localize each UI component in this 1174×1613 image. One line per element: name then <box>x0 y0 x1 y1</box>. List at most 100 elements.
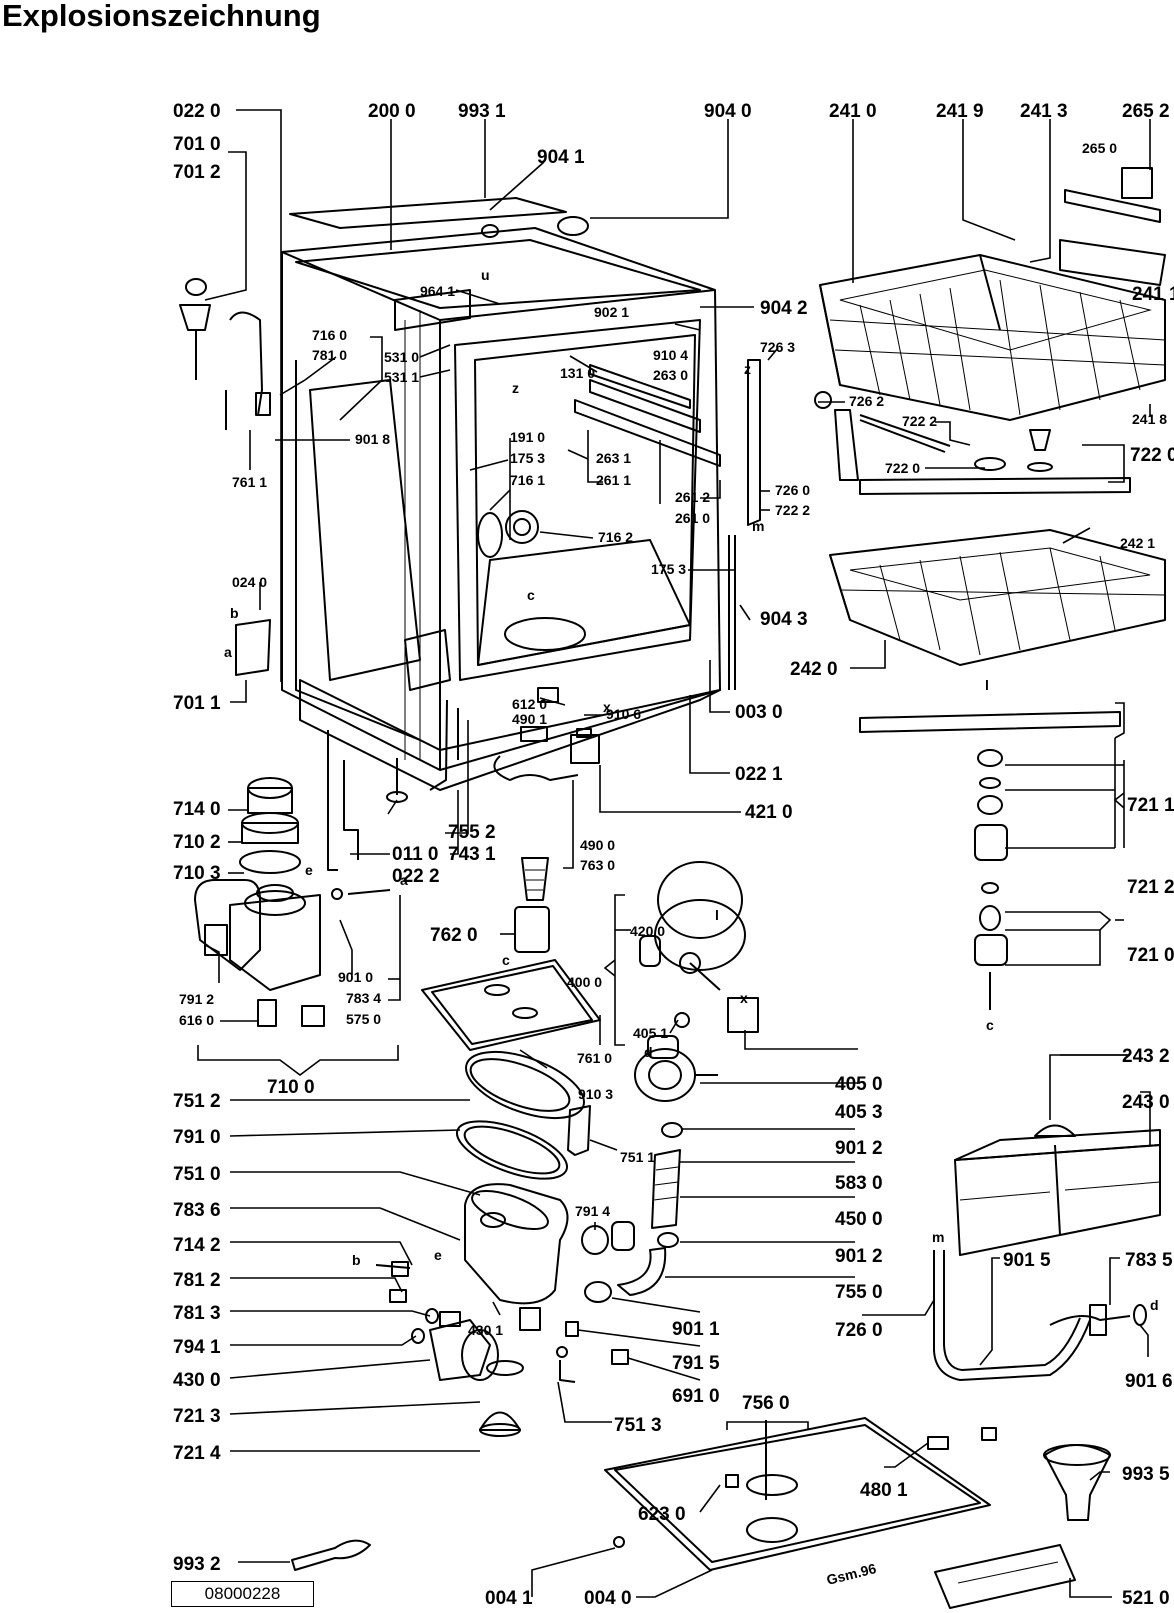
label-781-2: 781 2 <box>173 1270 221 1291</box>
label-791-0: 791 0 <box>173 1127 221 1148</box>
label-762-0: 762 0 <box>430 925 478 946</box>
letter-c1: c <box>527 587 535 603</box>
label-714-2: 714 2 <box>173 1235 221 1256</box>
label-722-2b: 722 2 <box>775 502 810 518</box>
label-421-0: 421 0 <box>745 802 793 823</box>
drawing-code: 08000228 <box>204 1584 281 1603</box>
label-022-0: 022 0 <box>173 101 221 122</box>
label-910-3: 910 3 <box>578 1086 613 1102</box>
label-131-0: 131 0 <box>560 365 595 381</box>
label-701-2: 701 2 <box>173 162 221 183</box>
label-721-3: 721 3 <box>173 1406 221 1427</box>
label-726-2: 726 2 <box>849 393 884 409</box>
label-910-6: 910 6 <box>606 706 641 722</box>
label-616-0: 616 0 <box>179 1012 214 1028</box>
label-722-2a: 722 2 <box>902 413 937 429</box>
drawing-code-box: 08000228 <box>171 1581 314 1607</box>
label-480-1: 480 1 <box>860 1480 908 1501</box>
label-612-0: 612 0 <box>512 696 547 712</box>
label-241-1: 241 1 <box>1132 284 1174 305</box>
letter-c3: c <box>986 1017 994 1033</box>
label-710-0: 710 0 <box>267 1077 315 1098</box>
label-004-1: 004 1 <box>485 1588 533 1609</box>
label-241-8: 241 8 <box>1132 411 1167 427</box>
label-191-0: 191 0 <box>510 429 545 445</box>
letter-a1: a <box>224 644 232 660</box>
label-004-0: 004 0 <box>584 1588 632 1609</box>
water-softener-shape <box>194 777 321 991</box>
letter-x1: x <box>603 699 611 715</box>
label-751-3: 751 3 <box>614 1415 662 1436</box>
label-722-0a: 722 0 <box>1130 445 1174 466</box>
label-721-4: 721 4 <box>173 1443 221 1464</box>
label-022-2-visible: 022 2 <box>392 866 440 887</box>
label-904-2: 904 2 <box>760 298 808 319</box>
letter-a2: a <box>400 872 408 888</box>
label-003-0: 003 0 <box>735 702 783 723</box>
label-783-5: 783 5 <box>1125 1250 1173 1271</box>
label-763-0: 763 0 <box>580 857 615 873</box>
label-531-1: 531 1 <box>384 369 419 385</box>
label-701-0: 701 0 <box>173 134 221 155</box>
label-791-4: 791 4 <box>575 1203 610 1219</box>
label-583-0: 583 0 <box>835 1173 883 1194</box>
label-716-0: 716 0 <box>312 327 347 343</box>
label-901-6: 901 6 <box>1125 1371 1173 1392</box>
label-575-0: 575 0 <box>346 1011 381 1027</box>
label-241-3: 241 3 <box>1020 101 1068 122</box>
label-521-0: 521 0 <box>1122 1588 1170 1609</box>
label-450-0: 450 0 <box>835 1209 883 1230</box>
leader-lines <box>197 109 1151 1598</box>
label-904-3: 904 3 <box>760 609 808 630</box>
letter-e2: e <box>434 1247 442 1263</box>
label-791-2: 791 2 <box>179 991 214 1007</box>
label-420-0: 420 0 <box>630 923 665 939</box>
label-783-4: 783 4 <box>346 990 381 1006</box>
part-labels: 022 0 200 0 993 1 904 0 241 0 241 9 241 … <box>173 101 1174 1609</box>
label-993-5: 993 5 <box>1122 1464 1170 1485</box>
label-755-0: 755 0 <box>835 1282 883 1303</box>
label-901-5: 901 5 <box>1003 1250 1051 1271</box>
label-265-2: 265 2 <box>1122 101 1170 122</box>
label-701-1: 701 1 <box>173 693 221 714</box>
label-241-0: 241 0 <box>829 101 877 122</box>
lower-basket-shape <box>829 529 1166 666</box>
label-175-3b: 175 3 <box>651 561 686 577</box>
letter-m1: m <box>752 518 764 534</box>
label-243-2: 243 2 <box>1122 1046 1170 1067</box>
label-710-2: 710 2 <box>173 832 221 853</box>
label-721-0: 721 0 <box>1127 945 1174 966</box>
label-904-0: 904 0 <box>704 101 752 122</box>
label-430-1: 430 1 <box>468 1322 503 1338</box>
label-242-1: 242 1 <box>1120 535 1155 551</box>
label-910-4: 910 4 <box>653 347 688 363</box>
label-200-0: 200 0 <box>368 101 416 122</box>
letter-l2: l <box>715 907 719 923</box>
letter-m2: m <box>932 1229 944 1245</box>
letter-x2: x <box>740 990 748 1006</box>
label-265-0: 265 0 <box>1082 140 1117 156</box>
label-175-3a: 175 3 <box>510 450 545 466</box>
label-011-0: 011 0 <box>392 844 439 865</box>
label-901-2b: 901 2 <box>835 1246 883 1267</box>
label-726-3: 726 3 <box>760 339 795 355</box>
label-531-0: 531 0 <box>384 349 419 365</box>
label-722-0b: 722 0 <box>885 460 920 476</box>
label-743-1: 743 1 <box>448 844 496 865</box>
label-430-0: 430 0 <box>173 1370 221 1391</box>
tub-cabinet-shape <box>281 227 721 791</box>
label-405-3: 405 3 <box>835 1102 883 1123</box>
label-726-0b: 726 0 <box>835 1320 883 1341</box>
top-plate-shape <box>289 197 567 229</box>
label-901-2a: 901 2 <box>835 1138 883 1159</box>
label-241-9: 241 9 <box>936 101 984 122</box>
label-261-0: 261 0 <box>675 510 710 526</box>
motor-shape <box>639 861 759 1033</box>
letter-c2: c <box>502 952 510 968</box>
label-022-1: 022 1 <box>735 764 783 785</box>
label-405-1: 405 1 <box>633 1025 668 1041</box>
label-726-0a: 726 0 <box>775 482 810 498</box>
label-263-1: 263 1 <box>596 450 631 466</box>
label-261-1: 261 1 <box>596 472 631 488</box>
label-405-0: 405 0 <box>835 1074 883 1095</box>
